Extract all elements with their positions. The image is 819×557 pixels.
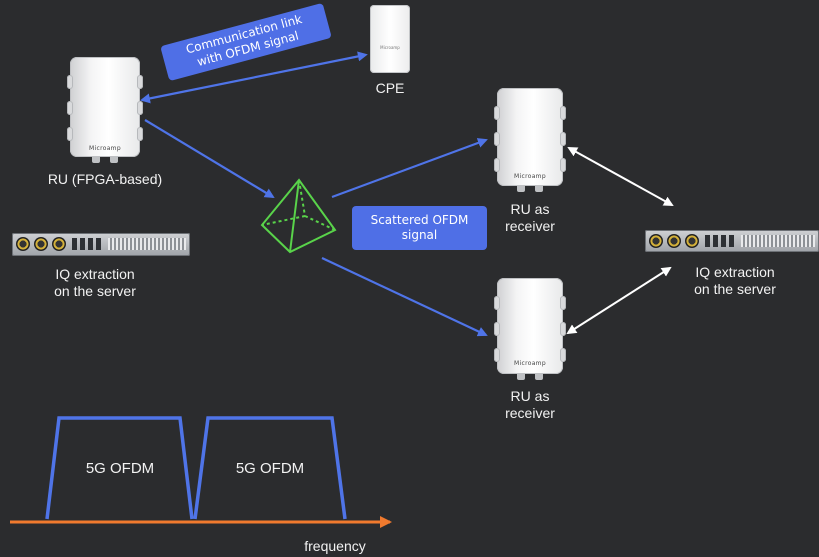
spectrum-blocks <box>45 416 347 520</box>
frequency-axis-label: frequency <box>304 538 366 554</box>
iq-right-line1: IQ extraction <box>695 264 775 280</box>
iq-left-line1: IQ extraction <box>55 266 135 282</box>
ru-receiver-top-device: Microamp <box>494 88 566 192</box>
receiver-bottom-server-link <box>566 266 672 335</box>
ru-receiver-bottom-device: Microamp <box>494 278 566 380</box>
ru-receiver-bottom-line2: receiver <box>505 405 555 421</box>
ru-receiver-top-line1: RU as <box>510 201 550 217</box>
comm-link-arrow <box>140 51 368 104</box>
spectrum-block-2 <box>193 416 347 520</box>
ru-fpga-label: RU (FPGA-based) <box>47 171 163 187</box>
scattered-tag-line2: signal <box>401 228 438 242</box>
spectrum-block-1-label: 5G OFDM <box>85 460 155 477</box>
cpe-brand: Microamp <box>380 45 400 50</box>
cpe-device: Microamp <box>370 5 410 73</box>
server-right-icon <box>645 230 819 252</box>
ru-receiver-top-brand: Microamp <box>514 173 546 180</box>
scattered-signal-tag: Scattered OFDM signal <box>352 206 487 250</box>
spectrum-block-2-label: 5G OFDM <box>235 460 305 477</box>
ru-receiver-top-line2: receiver <box>505 218 555 234</box>
target-to-receiver-top-arrow <box>331 138 488 199</box>
iq-right-line2: on the server <box>694 281 776 297</box>
ru-to-target-arrow <box>144 119 275 199</box>
iq-left-label: IQ extraction on the server <box>20 266 170 300</box>
iq-left-line2: on the server <box>54 283 136 299</box>
ru-receiver-bottom-label: RU as receiver <box>490 388 570 422</box>
cpe-label: CPE <box>375 80 405 96</box>
scattered-tag-line1: Scattered OFDM <box>370 213 469 227</box>
ru-fpga-brand: Microamp <box>89 145 121 152</box>
target-to-receiver-bottom-arrow <box>321 257 488 337</box>
server-left-icon <box>12 233 190 256</box>
iq-right-label: IQ extraction on the server <box>660 264 810 298</box>
ru-receiver-top-label: RU as receiver <box>490 201 570 235</box>
spectrum-block-1 <box>45 416 194 520</box>
ru-receiver-bottom-brand: Microamp <box>514 360 546 367</box>
ru-receiver-bottom-line1: RU as <box>510 388 550 404</box>
receiver-top-server-link <box>567 147 674 206</box>
ru-fpga-device: Microamp <box>67 57 143 163</box>
scatter-target-icon <box>260 178 337 254</box>
